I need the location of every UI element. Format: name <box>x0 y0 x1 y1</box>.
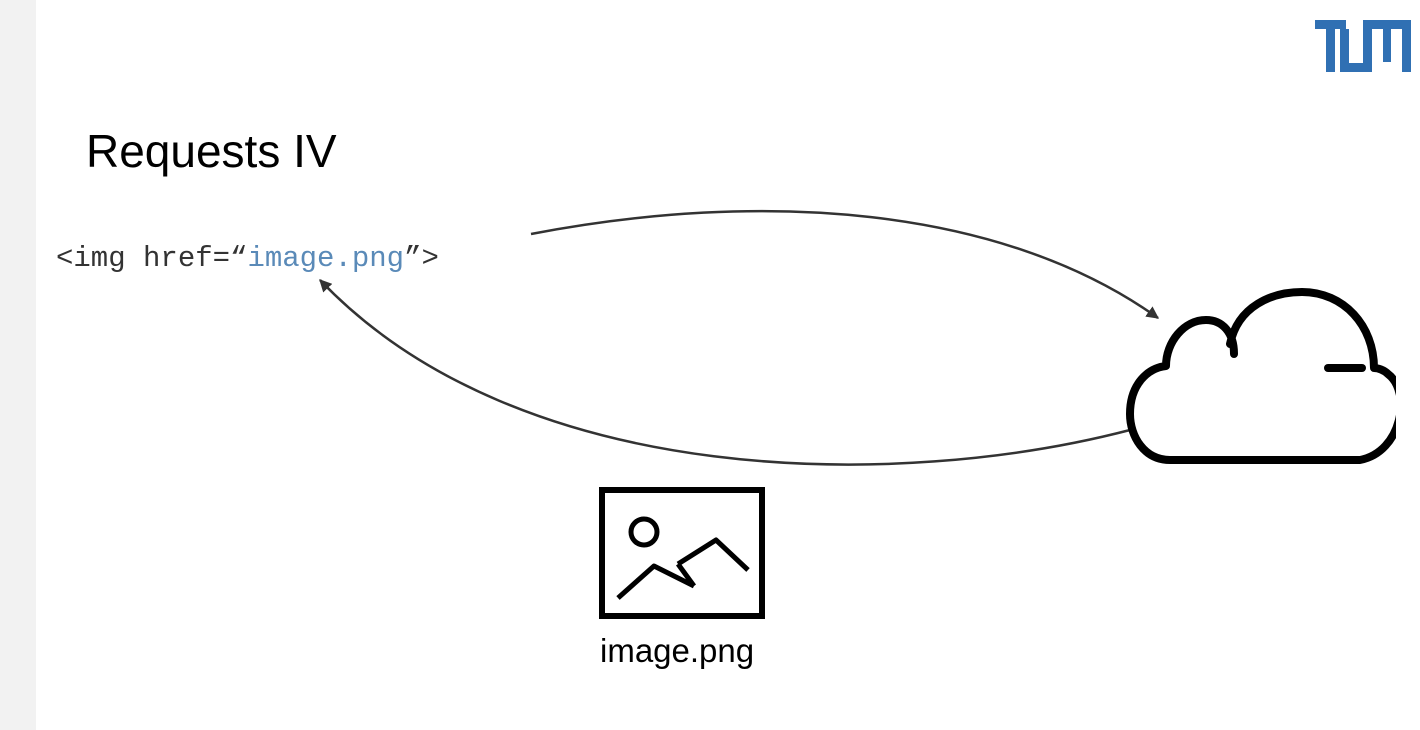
code-tag-open: <img href=“ <box>56 242 248 275</box>
request-arrow <box>530 209 1160 320</box>
left-margin-strip <box>0 0 36 730</box>
cloud-icon <box>1126 288 1396 464</box>
code-href-value: image.png <box>247 242 405 275</box>
img-tag-code: <img href=“image.png”> <box>56 244 439 273</box>
slide-title: Requests IV <box>86 125 337 177</box>
tum-logo <box>1315 20 1411 72</box>
image-file-icon <box>599 487 765 619</box>
code-tag-close: ”> <box>404 242 439 275</box>
file-caption: image.png <box>600 632 755 669</box>
response-arrow <box>319 279 1131 466</box>
